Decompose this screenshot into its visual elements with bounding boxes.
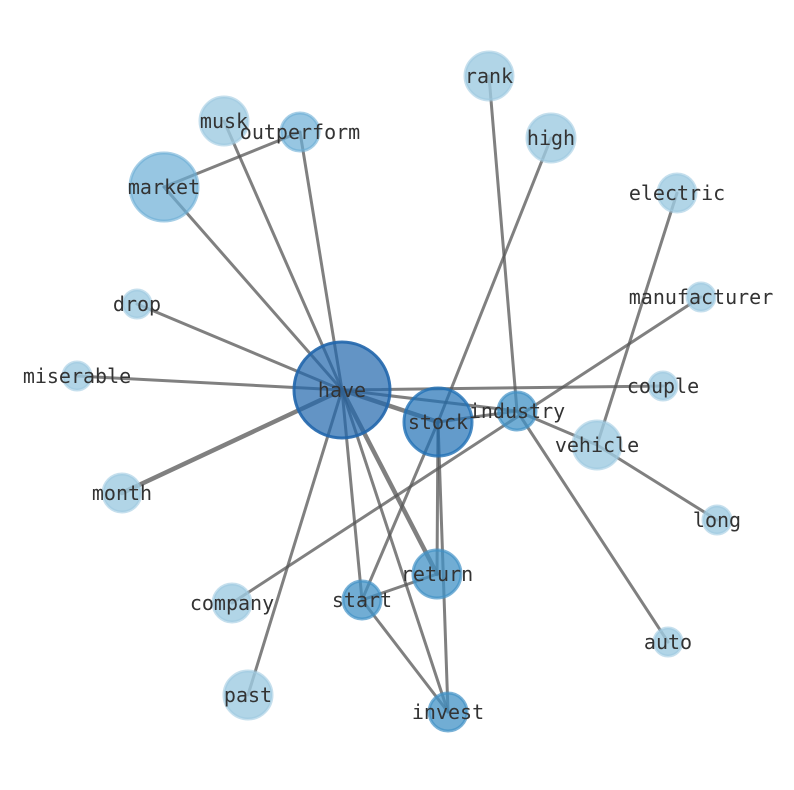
node-vehicle[interactable] xyxy=(571,419,623,471)
edge-start-invest xyxy=(360,598,450,714)
node-label-miserable: miserable xyxy=(23,364,131,388)
node-stock[interactable] xyxy=(402,386,474,458)
node-label-couple: couple xyxy=(627,374,699,398)
edge-have-couple xyxy=(340,384,665,392)
node-have[interactable] xyxy=(292,340,392,440)
edge-rank-industry xyxy=(487,74,519,413)
node-label-manufacturer: manufacturer xyxy=(629,285,774,309)
node-miserable[interactable] xyxy=(61,360,93,392)
edge-invest-have xyxy=(340,388,450,714)
node-label-vehicle: vehicle xyxy=(555,433,639,457)
node-industry[interactable] xyxy=(496,390,538,432)
node-drop[interactable] xyxy=(121,288,153,320)
node-label-invest: invest xyxy=(412,700,484,724)
edge-have-past xyxy=(246,388,344,697)
node-manufacturer[interactable] xyxy=(685,281,717,313)
node-invest[interactable] xyxy=(427,691,469,733)
node-month[interactable] xyxy=(101,472,143,514)
node-couple[interactable] xyxy=(647,370,679,402)
node-outperform[interactable] xyxy=(279,111,321,153)
node-musk[interactable] xyxy=(198,95,250,147)
node-label-stock: stock xyxy=(408,410,468,434)
node-rank[interactable] xyxy=(463,50,515,102)
node-label-auto: auto xyxy=(644,630,692,654)
node-label-musk: musk xyxy=(200,109,248,133)
node-label-have: have xyxy=(318,378,366,402)
node-label-past: past xyxy=(224,683,272,707)
node-past[interactable] xyxy=(222,669,274,721)
edge-high-stock xyxy=(436,136,553,424)
node-high[interactable] xyxy=(525,112,577,164)
node-long[interactable] xyxy=(701,504,733,536)
node-label-drop: drop xyxy=(113,292,161,316)
node-label-month: month xyxy=(92,481,152,505)
node-label-high: high xyxy=(527,126,575,150)
node-company[interactable] xyxy=(211,582,253,624)
node-market[interactable] xyxy=(128,151,200,223)
node-label-electric: electric xyxy=(629,181,725,205)
node-return[interactable] xyxy=(411,548,463,600)
node-label-return: return xyxy=(401,562,473,586)
node-start[interactable] xyxy=(341,579,383,621)
node-label-industry: industry xyxy=(469,399,565,423)
node-auto[interactable] xyxy=(652,626,684,658)
node-label-outperform: outperform xyxy=(240,120,360,144)
node-label-long: long xyxy=(693,508,741,532)
edge-manufacturer-company xyxy=(230,295,703,605)
edge-industry-auto xyxy=(515,409,670,644)
node-label-company: company xyxy=(190,591,274,615)
node-label-rank: rank xyxy=(465,64,513,88)
edge-electric-vehicle xyxy=(595,191,679,447)
node-label-market: market xyxy=(128,175,200,199)
node-label-start: start xyxy=(332,588,392,612)
nodes-layer xyxy=(61,50,733,733)
node-electric[interactable] xyxy=(656,172,698,214)
